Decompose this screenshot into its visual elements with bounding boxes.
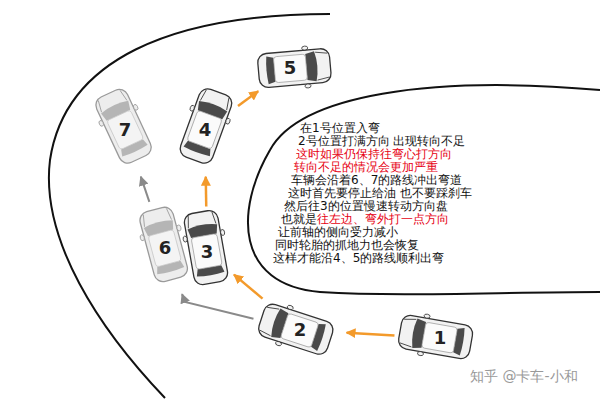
car-mirror: [275, 340, 282, 346]
callout-number: 2: [293, 321, 308, 339]
explanation-line: 同时轮胎的抓地力也会恢复: [275, 238, 419, 252]
motion-arrow: [347, 333, 395, 336]
motion-arrow: [141, 177, 150, 202]
car-mirror: [424, 314, 431, 319]
car-roof: [281, 313, 319, 348]
explanation-line: 车辆会沿着6、7的路线冲出弯道: [291, 173, 462, 187]
car-mirror: [220, 230, 225, 237]
car: 3: [182, 209, 231, 294]
car-mirror: [301, 45, 307, 50]
car-mirror: [304, 83, 310, 88]
car-hood-line: [315, 51, 329, 80]
car-roof: [273, 54, 307, 83]
explanation-line: 这样才能沿4、5的路线顺利出弯: [273, 251, 444, 265]
explanation-line: 转向不足的情况会更加严重: [294, 160, 438, 174]
car-mirror: [132, 104, 138, 111]
explanation-line: 这时如果仍保持往弯心打方向: [296, 147, 452, 161]
callout-number: 5: [283, 59, 298, 77]
car: 1: [397, 313, 482, 362]
car-mirror: [140, 234, 145, 241]
car: 7: [92, 86, 158, 174]
car-hood-line: [260, 305, 280, 335]
car-mirror: [418, 351, 425, 356]
explanation-line: 往左边、弯外打一点方向: [317, 212, 449, 226]
car-roof: [422, 322, 458, 353]
callout-number: 6: [158, 239, 173, 257]
explanation-line: 2号位置打满方向 出现转向不足: [298, 134, 465, 148]
car-mirror: [287, 304, 294, 310]
car: 6: [137, 205, 192, 292]
car-mirror: [190, 105, 196, 112]
car-hood-line: [142, 208, 172, 227]
car: 5: [249, 47, 332, 90]
car-body: [93, 87, 154, 167]
explanation-line: 然后往3的位置慢速转动方向盘: [284, 199, 448, 213]
motion-arrow: [182, 294, 253, 319]
car-body: [178, 87, 235, 166]
callout-number: 7: [118, 121, 133, 139]
car: 4: [174, 86, 235, 173]
inner-road-edge: [248, 85, 600, 294]
car-roof: [148, 229, 181, 267]
explanation-line: 这时首先要停止给油 也不要踩刹车: [288, 186, 472, 200]
explanation-line: 也就是: [281, 212, 317, 226]
car-mirror: [225, 118, 231, 125]
watermark: 知乎 @卡车-小和: [470, 368, 578, 384]
car-hood-line: [400, 318, 417, 348]
explanation-line: 在1号位置入弯: [300, 121, 380, 135]
car-body: [257, 301, 336, 356]
car-roof: [191, 234, 222, 270]
car-mirror: [98, 120, 104, 127]
car-roof: [187, 111, 222, 150]
callout-number: 4: [198, 121, 213, 139]
car-roof: [106, 110, 143, 150]
car-mirror: [176, 224, 181, 231]
car-mirror: [183, 236, 188, 243]
motion-arrow: [238, 91, 258, 106]
car-hood-line: [96, 90, 126, 113]
car-body: [183, 210, 229, 287]
car: 2: [256, 301, 343, 360]
car-body: [138, 205, 189, 283]
car-body: [257, 48, 332, 88]
car-body: [398, 314, 475, 360]
callout-number: 1: [433, 329, 448, 347]
car-hood-line: [201, 89, 231, 110]
car-hood-line: [187, 212, 217, 229]
motion-arrow: [205, 177, 208, 207]
callout-number: 3: [200, 243, 215, 261]
explanation-line: 让前轴的侧向受力减小: [278, 225, 398, 239]
motion-arrow: [234, 275, 263, 299]
